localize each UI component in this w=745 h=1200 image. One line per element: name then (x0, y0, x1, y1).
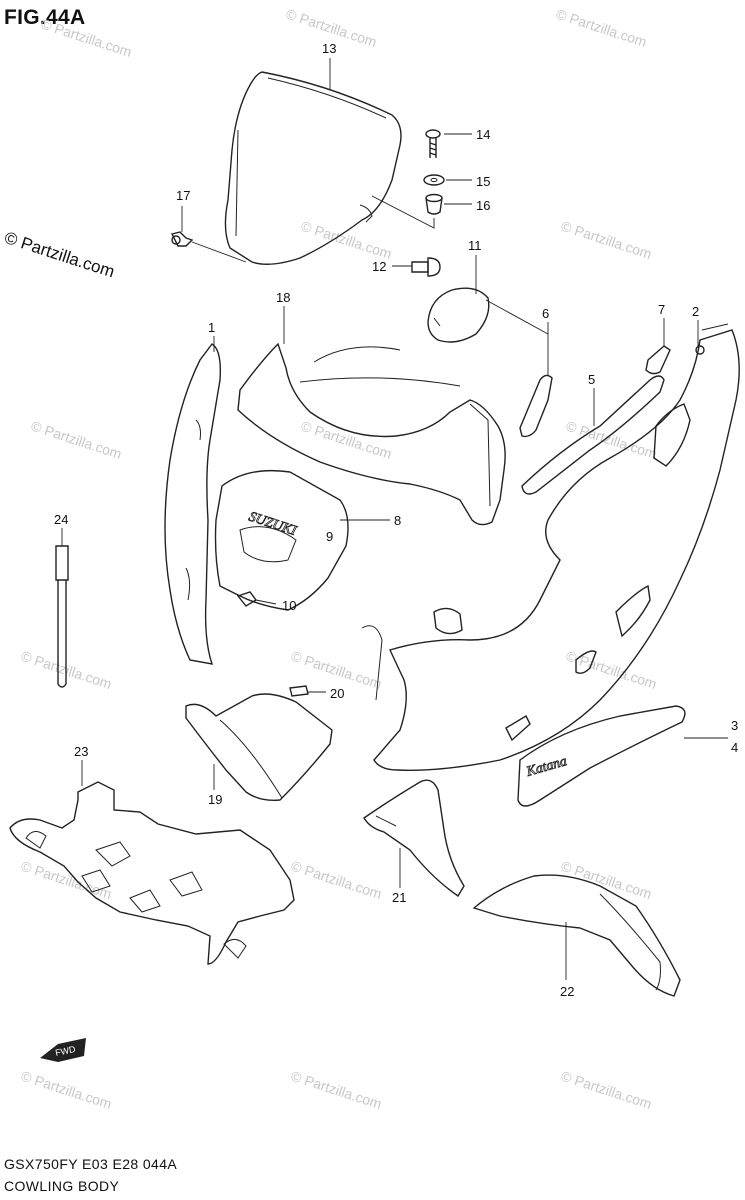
forward-label: FWD (54, 1044, 77, 1058)
part-number-20[interactable]: 20 (330, 686, 344, 701)
watermark: © Partzilla.com (289, 1068, 384, 1112)
part-number-12[interactable]: 12 (372, 259, 386, 274)
inner-fairing-18[interactable] (237, 342, 506, 526)
watermark: © Partzilla.com (19, 1068, 114, 1112)
watermark: © Partzilla.com (29, 418, 124, 462)
katana-emblem[interactable]: Katana (517, 705, 686, 807)
watermark: © Partzilla.com (299, 418, 394, 462)
cushion-23[interactable] (9, 781, 295, 965)
part-number-8[interactable]: 8 (394, 513, 401, 528)
watermark: © Partzilla.com (39, 16, 134, 60)
part-number-18[interactable]: 18 (276, 290, 290, 305)
part-number-4[interactable]: 4 (731, 740, 738, 755)
part-number-6[interactable]: 6 (542, 306, 549, 321)
part-number-22[interactable]: 22 (560, 984, 574, 999)
watermark: © Partzilla.com (289, 858, 384, 902)
windscreen[interactable] (224, 71, 402, 265)
part-number-14[interactable]: 14 (476, 127, 490, 142)
part-number-24[interactable]: 24 (54, 512, 68, 527)
watermark: © Partzilla.com (554, 6, 649, 50)
clip-20[interactable] (289, 685, 309, 697)
screw-17[interactable] (170, 231, 194, 247)
part-number-2[interactable]: 2 (692, 304, 699, 319)
bolt-2[interactable] (695, 345, 705, 355)
watermark: © Partzilla.com (559, 858, 654, 902)
part-number-3[interactable]: 3 (731, 718, 738, 733)
katana-logo: Katana (524, 754, 569, 780)
figure-title: FIG.44A (4, 6, 86, 29)
part-number-17[interactable]: 17 (176, 188, 190, 203)
emblem-7[interactable] (645, 345, 671, 375)
part-number-10[interactable]: 10 (282, 598, 296, 613)
suzuki-emblem: SUZUKI (247, 510, 300, 540)
trim-strip-5[interactable] (521, 375, 665, 495)
part-number-16[interactable]: 16 (476, 198, 490, 213)
watermark: © Partzilla.com (559, 1068, 654, 1112)
cover-plate-11[interactable] (427, 287, 490, 343)
part-number-19[interactable]: 19 (208, 792, 222, 807)
part-number-5[interactable]: 5 (588, 372, 595, 387)
watermark: © Partzilla.com (564, 648, 659, 692)
part-number-21[interactable]: 21 (392, 890, 406, 905)
bracket-6[interactable] (519, 374, 553, 438)
part-number-11[interactable]: 11 (468, 238, 482, 253)
inner-panel-22[interactable] (472, 874, 681, 997)
bracket-21[interactable] (363, 779, 465, 898)
forward-arrow-icon: FWD (40, 1038, 86, 1062)
part-number-9[interactable]: 9 (326, 529, 333, 544)
side-panel-1[interactable] (164, 343, 222, 665)
part-number-13[interactable]: 13 (322, 41, 336, 56)
under-cover-19[interactable] (185, 693, 333, 802)
section-name: COWLING BODY (4, 1178, 120, 1194)
part-number-15[interactable]: 15 (476, 174, 490, 189)
model-code: GSX750FY E03 E28 044A (4, 1156, 178, 1172)
screw-12[interactable] (411, 257, 441, 277)
part-number-1[interactable]: 1 (208, 320, 215, 335)
part-number-23[interactable]: 23 (74, 744, 88, 759)
watermark: © Partzilla.com (299, 218, 394, 262)
screw-14[interactable] (425, 129, 441, 158)
watermark: © Partzilla.com (19, 858, 114, 902)
part-number-7[interactable]: 7 (658, 302, 665, 317)
washer-15[interactable] (423, 174, 445, 186)
nut-16[interactable] (425, 193, 443, 215)
watermark: © Partzilla.com (559, 218, 654, 262)
strap-24[interactable] (55, 545, 69, 688)
right-side-cowl[interactable] (361, 329, 740, 771)
